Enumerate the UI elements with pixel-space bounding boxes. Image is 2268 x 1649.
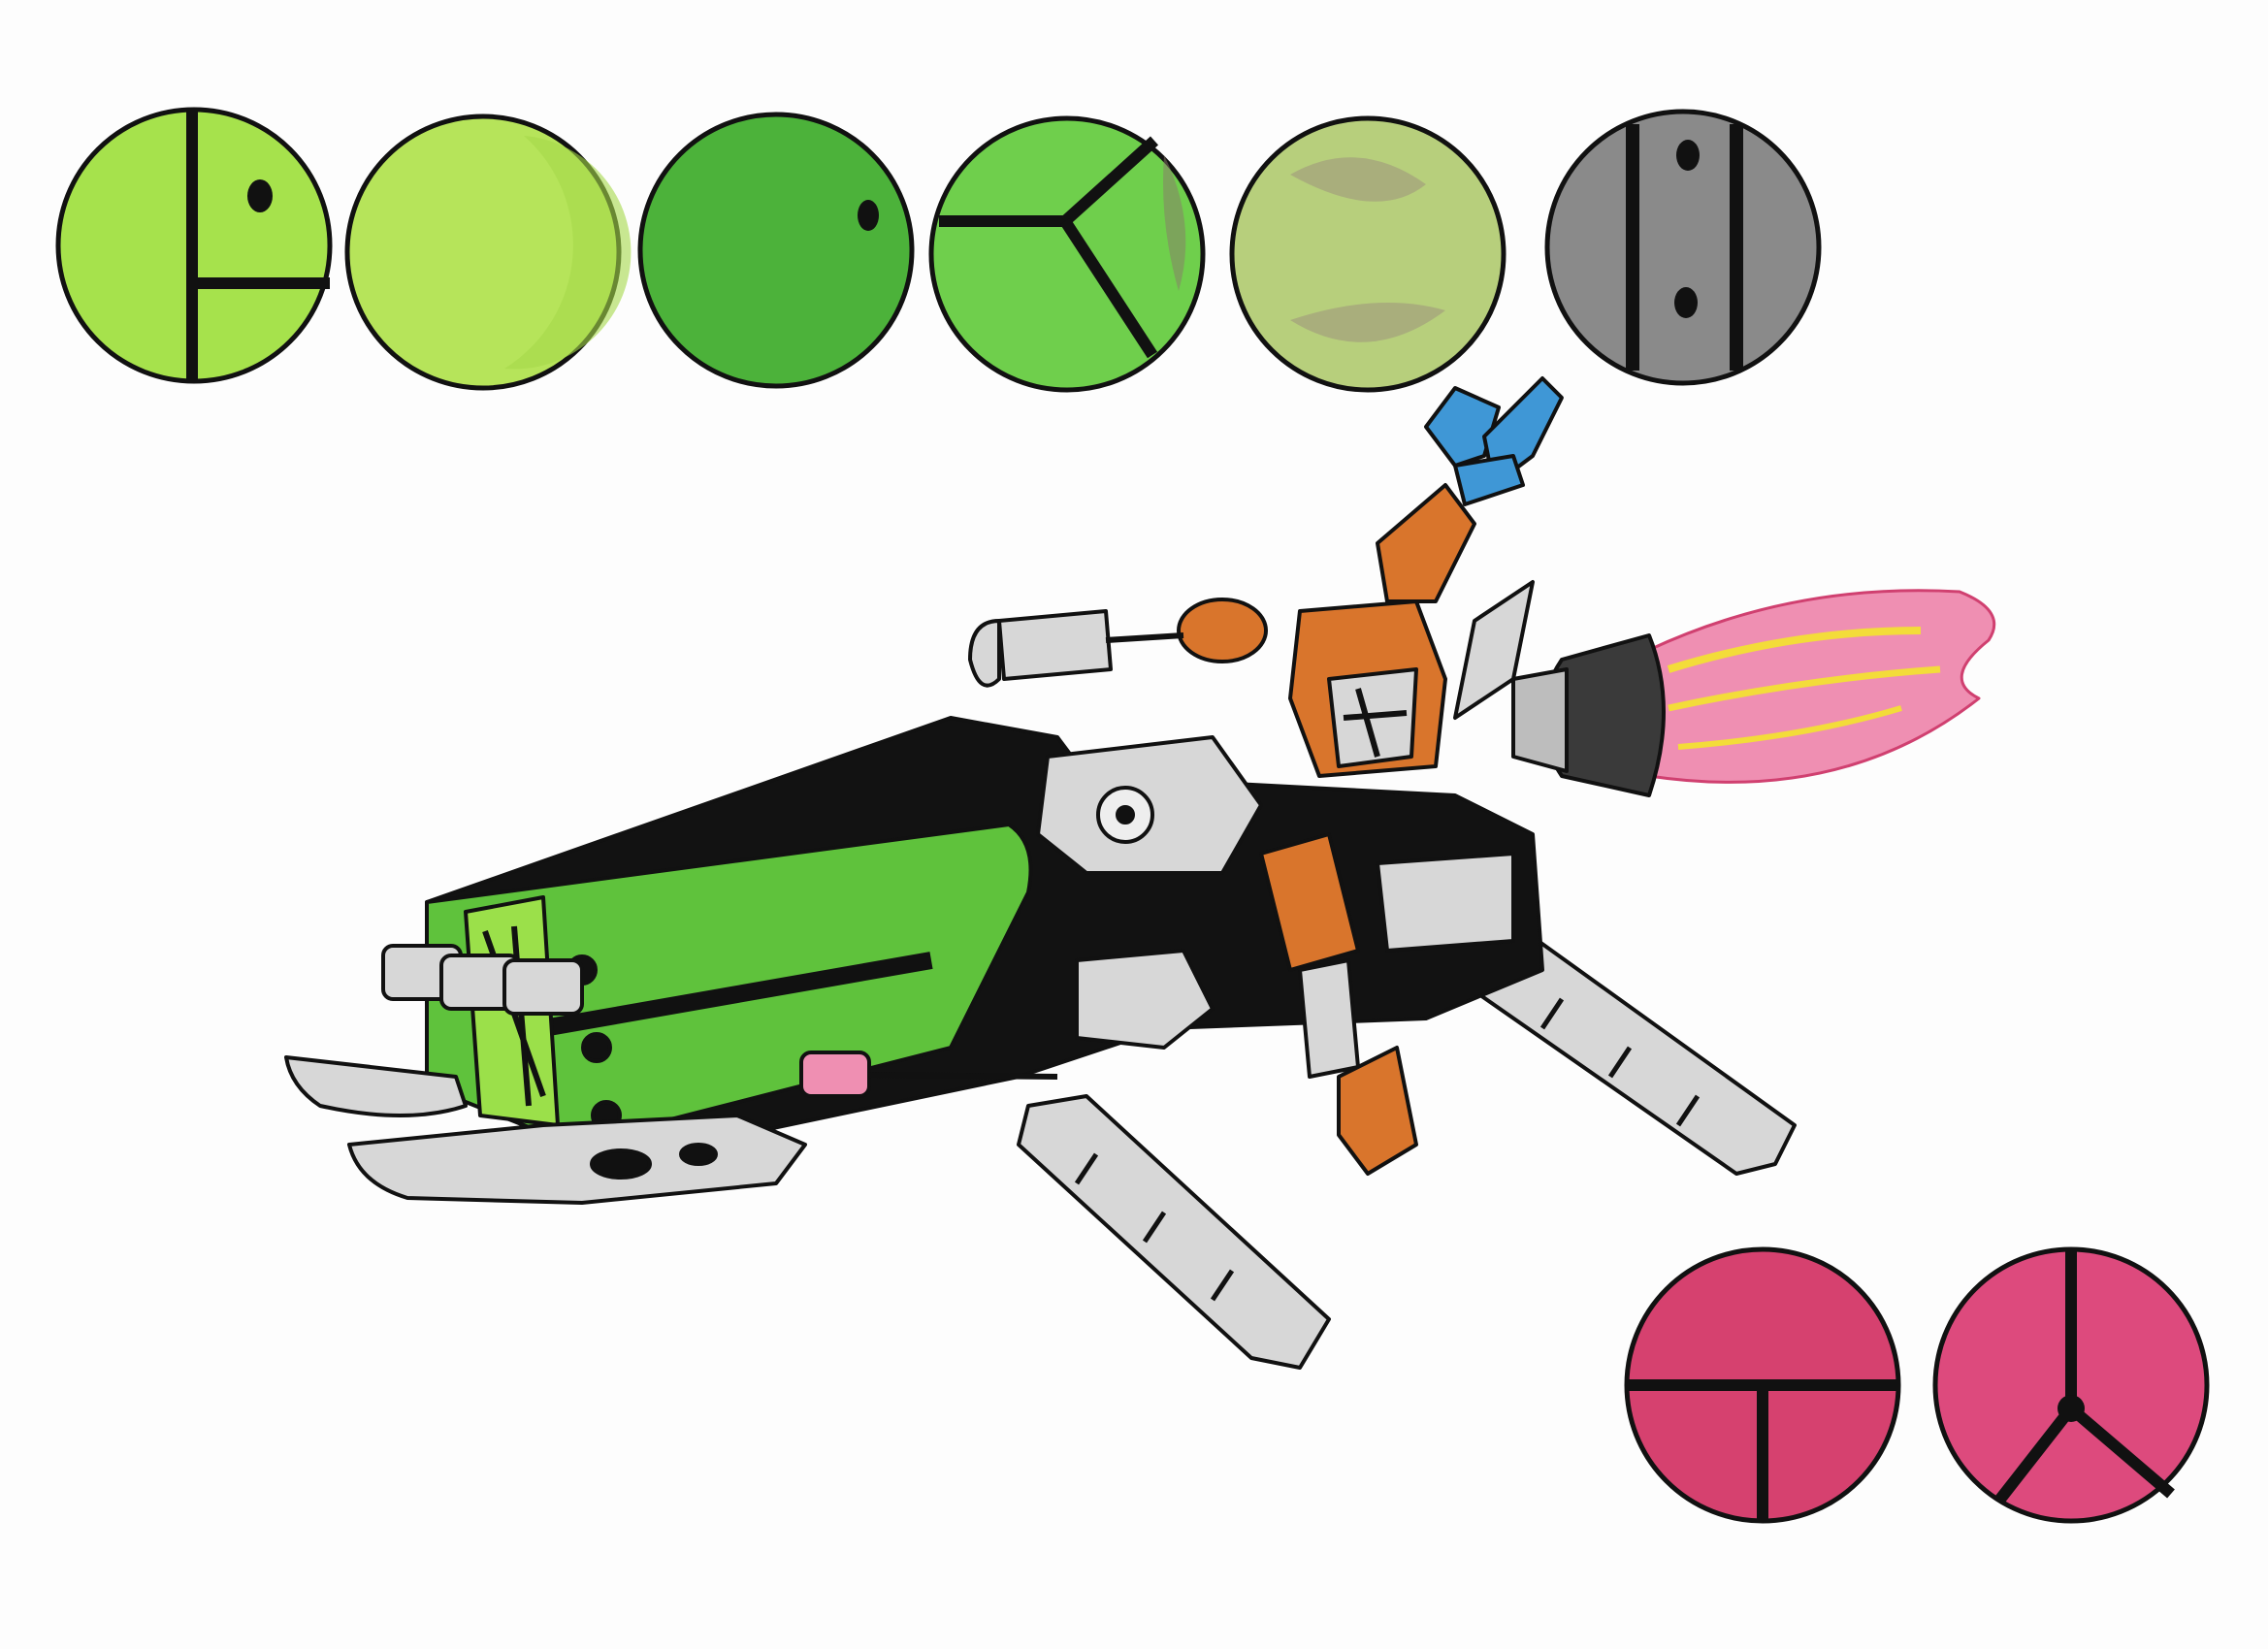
rocket-flame (1647, 589, 1996, 784)
rune-circle-2 (344, 113, 632, 391)
front-ski-lower (347, 1114, 807, 1205)
front-ski-upper (284, 1055, 468, 1117)
rune-three-green (637, 112, 915, 389)
rune-circle-1 (55, 107, 333, 384)
rune-circle-3 (637, 112, 915, 389)
pink-canister (799, 1051, 1058, 1098)
bottom-rune-row (1624, 1246, 2210, 1524)
rune-circle-7 (1624, 1246, 1901, 1524)
front-pipes (381, 944, 584, 1016)
rune-four-green (928, 115, 1206, 393)
rune-five-mixed (1229, 115, 1507, 393)
rune-six-grey (1544, 109, 1822, 386)
rear-ski-left (1017, 1094, 1331, 1370)
engine-block (1036, 735, 1515, 1050)
rune-circle-8 (1932, 1246, 2210, 1524)
rune-circle-4 (928, 115, 1206, 393)
thruster-nozzle (1511, 633, 1666, 797)
top-rune-row (55, 107, 1822, 393)
vehicle-illustration (284, 376, 1996, 1370)
rune-circle-6 (1544, 109, 1822, 386)
rune-circle-5 (1229, 115, 1507, 393)
rider-figure (968, 376, 1564, 1176)
